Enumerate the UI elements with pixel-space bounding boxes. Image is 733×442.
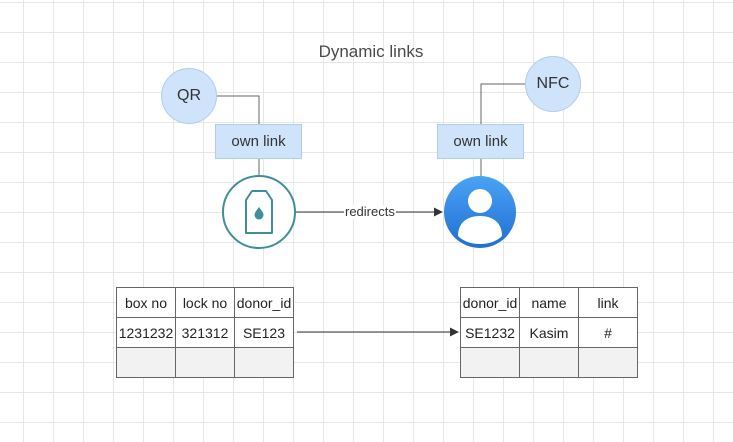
table-cell: 321312: [175, 317, 235, 348]
table-cell: 1231232: [116, 317, 176, 348]
donor-table[interactable]: donor_id name link SE1232 Kasim #: [460, 287, 638, 378]
nfc-to-own-link-connector: [480, 83, 525, 124]
qr-to-own-link-connector: [217, 95, 260, 124]
table-cell: [175, 347, 235, 378]
table-header-cell: box no: [116, 287, 176, 318]
table-header-row: donor_id name link: [460, 287, 638, 318]
table-row: [460, 347, 638, 378]
table-cell: Kasim: [519, 317, 579, 348]
table-header-cell: name: [519, 287, 579, 318]
table-cell: [234, 347, 294, 378]
table-header-cell: link: [578, 287, 638, 318]
diagram-title: Dynamic links: [318, 42, 424, 61]
table-cell: SE1232: [460, 317, 520, 348]
table-cell: #: [578, 317, 638, 348]
user-avatar-icon: [444, 176, 516, 248]
own-link-left-node[interactable]: own link: [215, 124, 302, 159]
table-row: [116, 347, 294, 378]
table-header-cell: donor_id: [460, 287, 520, 318]
donation-box-icon: [222, 175, 296, 249]
table-header-cell: donor_id: [234, 287, 294, 318]
box-table[interactable]: box no lock no donor_id 1231232 321312 S…: [116, 287, 294, 378]
table-cell: [519, 347, 579, 378]
table-row: 1231232 321312 SE123: [116, 317, 294, 348]
nfc-node[interactable]: NFC: [525, 56, 581, 112]
table-cell: [578, 347, 638, 378]
table-cell: [116, 347, 176, 378]
table-cell: [460, 347, 520, 378]
table-cell: SE123: [234, 317, 294, 348]
table-row: SE1232 Kasim #: [460, 317, 638, 348]
table-header-cell: lock no: [175, 287, 235, 318]
table-header-row: box no lock no donor_id: [116, 287, 294, 318]
qr-node[interactable]: QR: [161, 68, 217, 124]
own-link-right-node[interactable]: own link: [437, 124, 524, 159]
redirects-label: redirects: [344, 204, 396, 219]
